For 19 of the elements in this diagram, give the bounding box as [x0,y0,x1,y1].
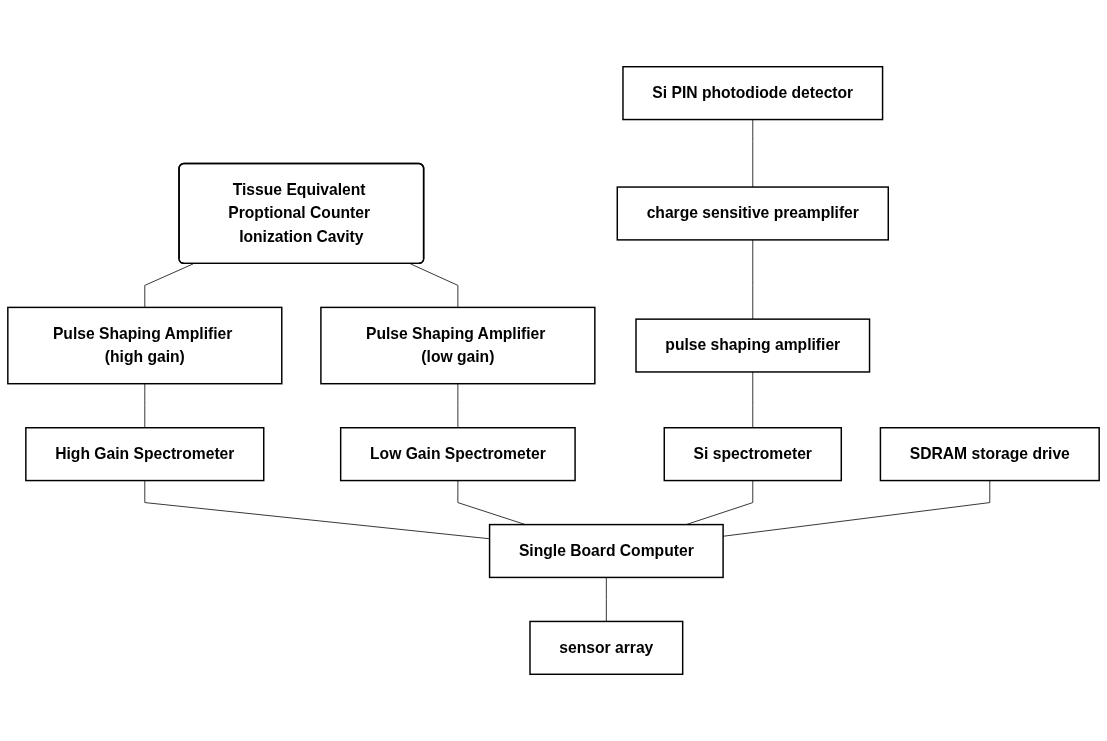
node-box: Si spectrometer [663,427,842,482]
node-box: Single Board Computer [488,523,724,579]
connector [409,263,459,308]
node-box: charge sensitive preamplifer [616,186,889,241]
node-box: pulse shaping amplifier [635,318,871,373]
node-box: High Gain Spectrometer [25,427,265,482]
connector [144,383,146,429]
connector [144,263,194,308]
connector [752,239,754,320]
connector [752,119,754,188]
node-box: Pulse Shaping Amplifier (low gain) [320,306,596,385]
connector [457,383,459,429]
node-box: Pulse Shaping Amplifier (high gain) [7,306,283,385]
node-box: Si PIN photodiode detector [622,66,884,121]
connector [605,576,607,622]
node-box: Low Gain Spectrometer [339,427,576,482]
connector [752,371,754,429]
node-box: sensor array [529,620,684,675]
node-box: SDRAM storage drive [879,427,1100,482]
